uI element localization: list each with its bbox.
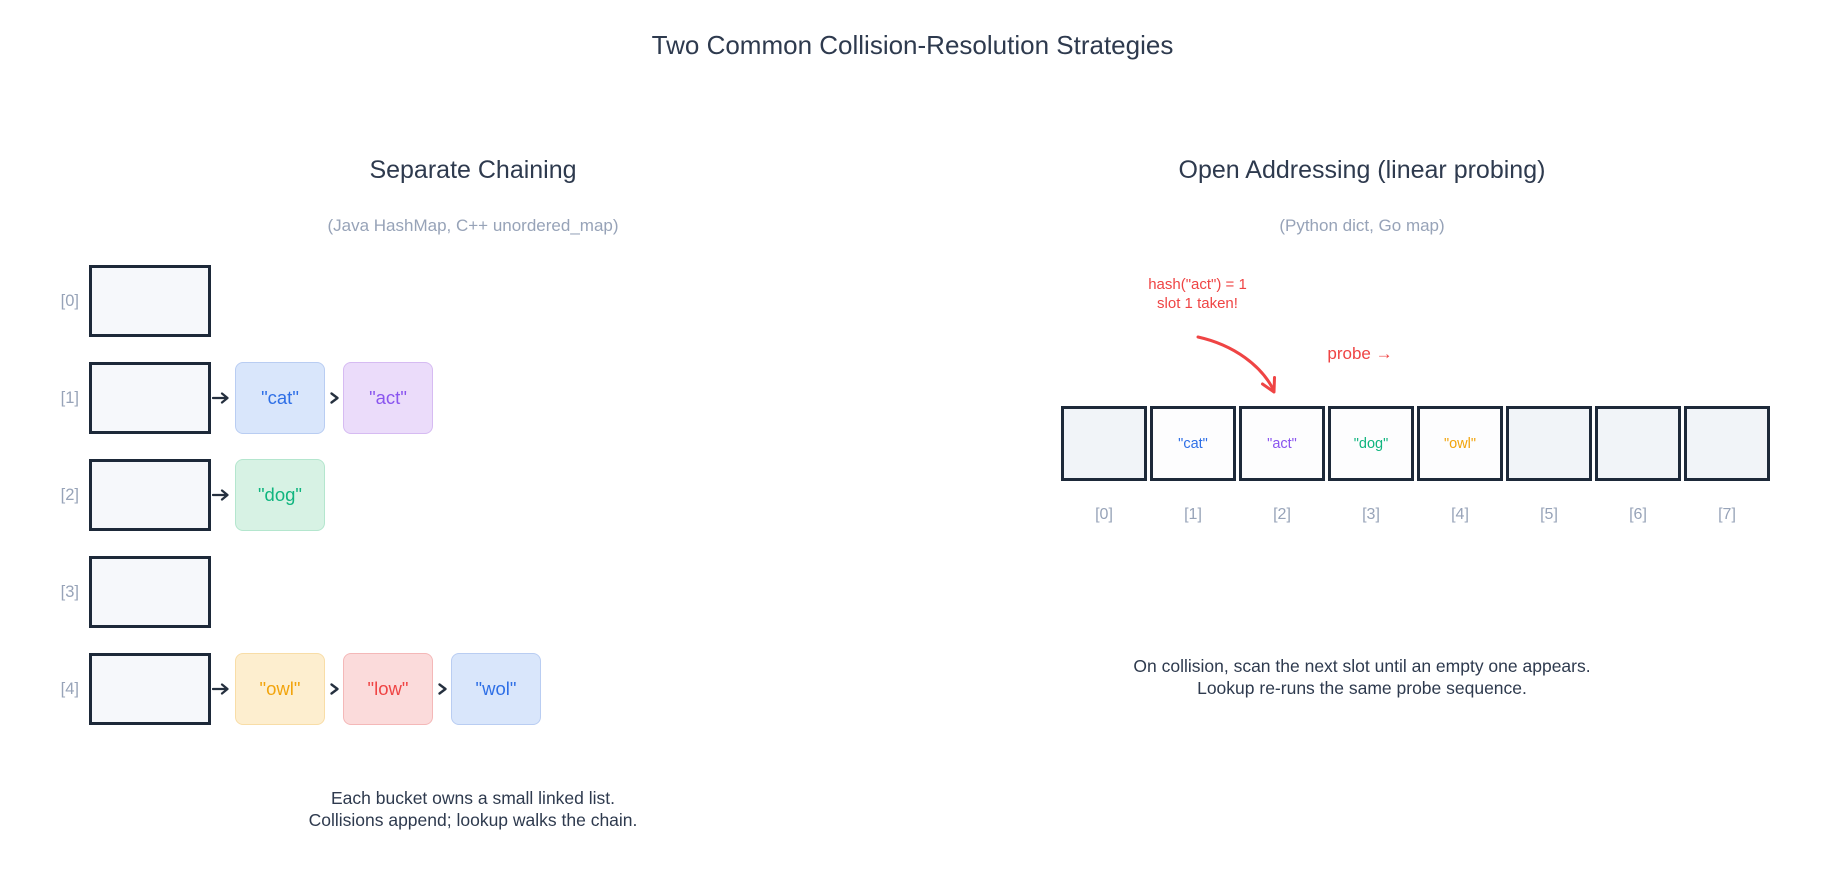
slot-index-label: [5] — [1540, 506, 1558, 523]
slot-cell-1: "cat" — [1150, 406, 1236, 481]
slot-index-label: [6] — [1629, 506, 1647, 523]
slot-index-label: [2] — [1273, 506, 1291, 523]
chain-link-arrow-icon — [211, 391, 235, 405]
chain-next-arrow-icon — [325, 682, 343, 696]
probe-direction-label: probe → — [1327, 344, 1393, 363]
bucket-row-4: [4] "owl" "low" "wol" — [41, 653, 541, 725]
slot-cell-7 — [1684, 406, 1770, 481]
slot-value: "act" — [1267, 435, 1297, 452]
slot-index-label: [3] — [1362, 506, 1380, 523]
bucket-index-label: [4] — [60, 679, 79, 698]
bucket-row-0: [0] — [41, 265, 211, 337]
chain-node: "cat" — [235, 362, 325, 434]
bucket-row-2: [2] "dog" — [41, 459, 325, 531]
chain-node: "low" — [343, 653, 433, 725]
hash-annotation-line2: slot 1 taken! — [1157, 295, 1238, 312]
bucket-row-1: [1] "cat" "act" — [41, 362, 433, 434]
probe-array: "cat" "act" "dog" "owl" — [1061, 406, 1770, 481]
chaining-subheading: (Java HashMap, C++ unordered_map) — [327, 216, 619, 235]
slot-index-label: [4] — [1451, 506, 1469, 523]
bucket-box — [89, 459, 211, 531]
open-addressing-subheading: (Python dict, Go map) — [1279, 216, 1445, 235]
bucket-index-label: [2] — [60, 485, 79, 504]
slot-cell-6 — [1595, 406, 1681, 481]
slot-cell-3: "dog" — [1328, 406, 1414, 481]
slot-cell-2: "act" — [1239, 406, 1325, 481]
slot-cell-0 — [1061, 406, 1147, 481]
slot-index-label: [7] — [1718, 506, 1736, 523]
chain-link-arrow-icon — [211, 682, 235, 696]
open-addressing-caption-line1: On collision, scan the next slot until a… — [1133, 656, 1591, 676]
slot-index-labels: [0] [1] [2] [3] [4] [5] [6] [7] — [1061, 506, 1770, 524]
slot-value: "owl" — [1443, 435, 1477, 452]
slot-index-label: [0] — [1095, 506, 1113, 523]
bucket-index-label: [1] — [60, 388, 79, 407]
chain-next-arrow-icon — [433, 682, 451, 696]
hash-annotation-line1: hash("act") = 1 — [1148, 276, 1247, 293]
open-addressing-caption: On collision, scan the next slot until a… — [950, 656, 1774, 699]
page-title: Two Common Collision-Resolution Strategi… — [651, 30, 1174, 60]
bucket-box — [89, 265, 211, 337]
bucket-box — [89, 556, 211, 628]
chain-link-arrow-icon — [211, 488, 235, 502]
chain-node: "dog" — [235, 459, 325, 531]
chain-node: "owl" — [235, 653, 325, 725]
chain-node: "act" — [343, 362, 433, 434]
hash-collision-annotation: hash("act") = 1 slot 1 taken! — [1090, 275, 1305, 313]
chaining-caption: Each bucket owns a small linked list. Co… — [0, 788, 946, 831]
slot-index-label: [1] — [1184, 506, 1202, 523]
slot-value: "dog" — [1353, 435, 1389, 452]
chaining-caption-line1: Each bucket owns a small linked list. — [330, 788, 616, 808]
slot-value: "cat" — [1178, 435, 1208, 452]
slot-cell-5 — [1506, 406, 1592, 481]
bucket-index-label: [3] — [60, 582, 79, 601]
bucket-box — [89, 653, 211, 725]
chain-node: "wol" — [451, 653, 541, 725]
chaining-caption-line2: Collisions append; lookup walks the chai… — [308, 809, 638, 830]
slot-cell-4: "owl" — [1417, 406, 1503, 481]
chain-next-arrow-icon — [325, 391, 343, 405]
bucket-row-3: [3] — [41, 556, 211, 628]
chaining-heading: Separate Chaining — [369, 156, 577, 184]
open-addressing-heading: Open Addressing (linear probing) — [1178, 156, 1546, 184]
open-addressing-caption-line2: Lookup re-runs the same probe sequence. — [1197, 677, 1527, 698]
collision-curved-arrow-icon — [1196, 335, 1276, 394]
bucket-box — [89, 362, 211, 434]
bucket-index-label: [0] — [60, 291, 79, 310]
